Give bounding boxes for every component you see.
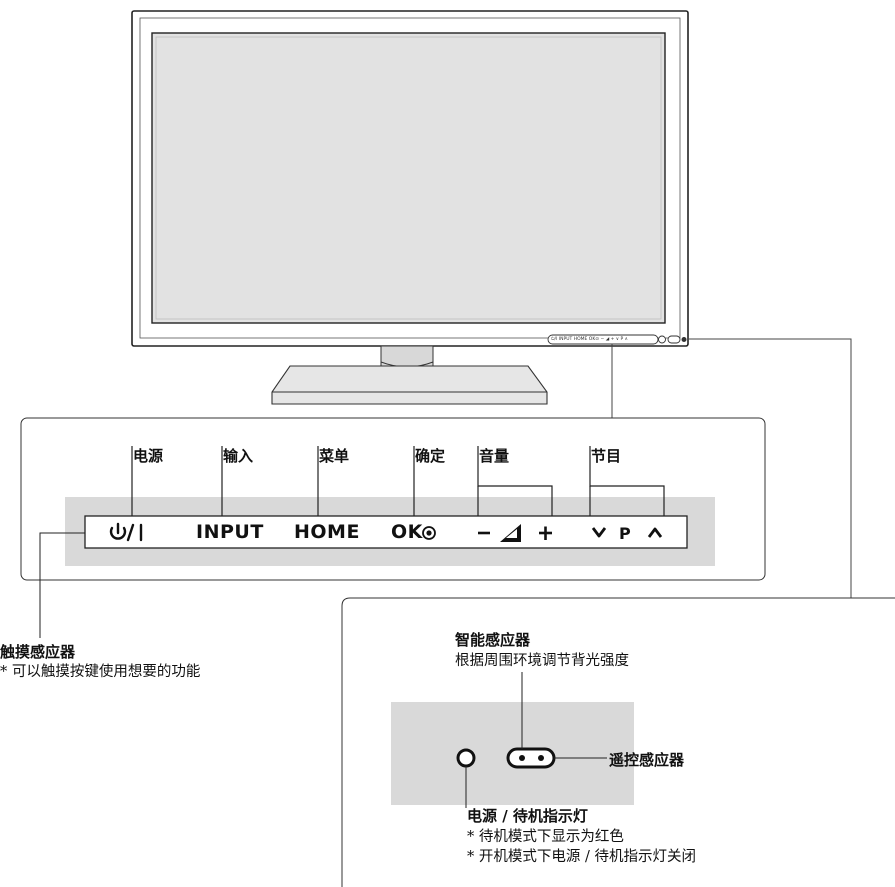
smart-sensor-title: 智能感应器 xyxy=(455,631,531,649)
label-program: 节目 xyxy=(591,447,622,465)
smart-sensor-desc: 根据周围环境调节背光强度 xyxy=(455,653,629,669)
power-icon xyxy=(109,522,143,542)
chevron-up-icon xyxy=(647,527,663,538)
control-panel-key-bar xyxy=(84,515,688,549)
indicator-note-2: * 开机模式下电源 / 待机指示灯关闭 xyxy=(467,849,696,865)
label-volume: 音量 xyxy=(479,447,510,465)
tv-mini-sensor xyxy=(667,335,681,344)
label-input: 输入 xyxy=(223,447,254,465)
smart-sensor-capsule xyxy=(506,747,556,769)
label-ok: 确定 xyxy=(415,447,446,465)
key-ok[interactable]: OK xyxy=(391,521,423,543)
tv-stand-base xyxy=(271,365,548,405)
key-input[interactable]: INPUT xyxy=(196,521,264,543)
tv-mini-indicator xyxy=(658,335,666,344)
touch-sensor-note: * 可以触摸按键使用想要的功能 xyxy=(0,664,201,680)
vol-plus-icon xyxy=(539,526,552,540)
smart-sensor-dot xyxy=(519,755,525,761)
power-indicator-ring xyxy=(456,748,476,768)
tv-mini-control-strip xyxy=(547,334,659,345)
sensor-panel-box xyxy=(341,597,895,887)
indicator-note-1: * 待机模式下显示为红色 xyxy=(467,829,624,845)
tv-bezel-inner xyxy=(139,17,681,339)
key-home[interactable]: HOME xyxy=(294,521,360,543)
key-prog-p[interactable]: P xyxy=(619,524,631,543)
tv-mini-panel-text: ⏻/I INPUT HOME OK⊙ − ◢ + ∨ P ∧ xyxy=(551,337,628,342)
label-menu: 菜单 xyxy=(319,447,350,465)
chevron-down-icon xyxy=(591,527,607,538)
indicator-title: 电源 / 待机指示灯 xyxy=(467,807,588,825)
touch-sensor-title: 触摸感应器 xyxy=(0,643,76,661)
remote-sensor-label: 遥控感应器 xyxy=(609,751,685,769)
label-power: 电源 xyxy=(133,447,164,465)
remote-sensor-dot xyxy=(538,755,544,761)
tv-mini-remote-sensor xyxy=(681,337,687,342)
tv-screen xyxy=(151,32,666,324)
ok-dot-icon xyxy=(422,526,436,540)
